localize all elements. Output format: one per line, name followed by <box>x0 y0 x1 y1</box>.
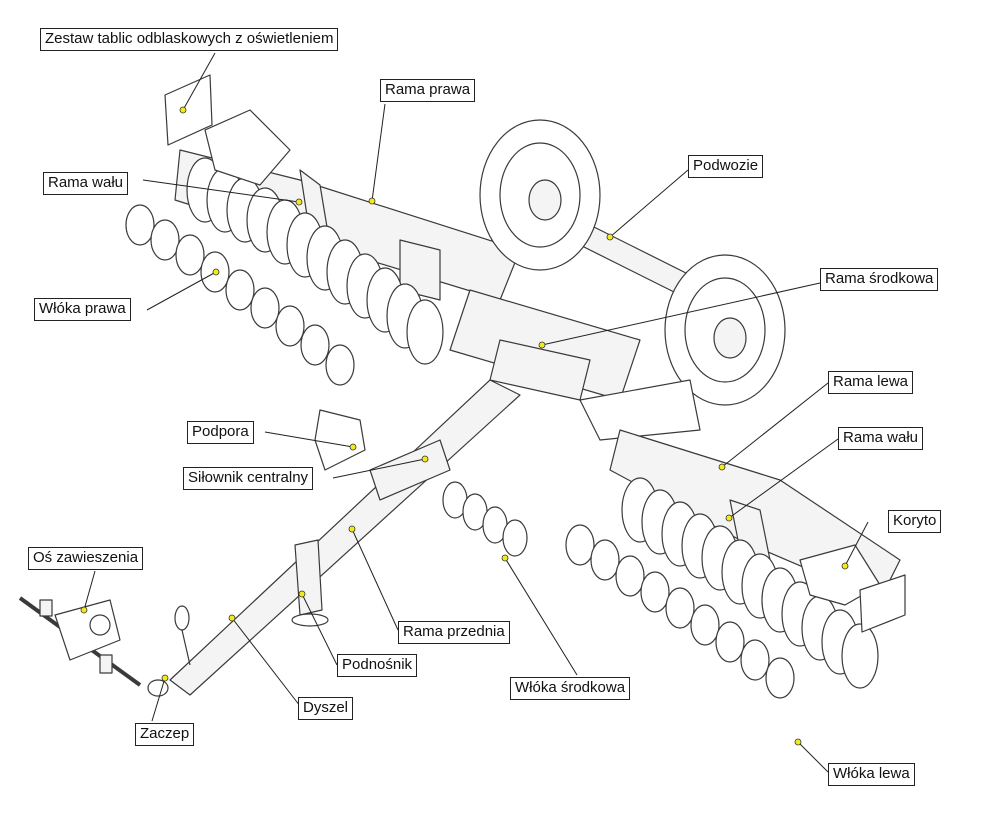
marker-rama-lewa <box>718 463 726 471</box>
right-wing <box>125 74 521 386</box>
marker-zestaw <box>179 106 187 114</box>
marker-podpora <box>349 443 357 451</box>
label-rama-prawa: Rama prawa <box>380 79 476 102</box>
chassis <box>479 119 786 406</box>
marker-wloka-lewa <box>794 738 802 746</box>
label-dyszel: Dyszel <box>298 697 354 720</box>
label-rama-walu-1: Rama wału <box>43 172 129 195</box>
centre-harrow <box>442 481 528 557</box>
marker-rama-srodkowa <box>538 341 546 349</box>
label-wloka-srodkowa: Włóka środkowa <box>510 677 631 700</box>
marker-podnosnik <box>298 590 306 598</box>
marker-dyszel <box>228 614 236 622</box>
label-silownik-centralny: Siłownik centralny <box>183 467 314 490</box>
marker-zaczep <box>161 674 169 682</box>
marker-podwozie <box>606 233 614 241</box>
label-rama-srodkowa: Rama środkowa <box>820 268 939 291</box>
jack <box>294 539 323 616</box>
marker-rama-przednia <box>348 525 356 533</box>
left-roller <box>621 477 879 689</box>
marker-wloka-srodkowa <box>501 554 509 562</box>
marker-rama-walu-1 <box>295 198 303 206</box>
right-harrow <box>125 204 355 386</box>
label-podwozie: Podwozie <box>688 155 764 178</box>
label-wloka-prawa: Włóka prawa <box>34 298 131 321</box>
marker-os <box>80 606 88 614</box>
markers <box>80 106 849 746</box>
label-os-zawieszenia: Oś zawieszenia <box>28 547 144 570</box>
label-podnosnik: Podnośnik <box>337 654 418 677</box>
label-rama-przednia: Rama przednia <box>398 621 510 644</box>
marker-rama-walu-2 <box>725 514 733 522</box>
label-rama-lewa: Rama lewa <box>828 371 914 394</box>
axle-assembly <box>18 596 142 687</box>
marker-silownik <box>421 455 429 463</box>
marker-wloka-prawa <box>212 268 220 276</box>
machine-drawing <box>18 74 906 699</box>
marker-rama-prawa <box>368 197 376 205</box>
right-roller <box>186 157 444 365</box>
marker-koryto <box>841 562 849 570</box>
label-rama-walu-2: Rama wału <box>838 427 924 450</box>
label-wloka-lewa: Włóka lewa <box>828 763 915 786</box>
leader-lines <box>83 52 869 773</box>
label-podpora: Podpora <box>187 421 254 444</box>
label-koryto: Koryto <box>888 510 942 533</box>
label-zaczep: Zaczep <box>135 723 195 746</box>
hitch-ring <box>147 679 169 697</box>
support-leg <box>314 409 366 471</box>
label-zestaw-tablic: Zestaw tablic odblaskowych z oświetlenie… <box>40 28 339 51</box>
left-wing <box>565 429 906 699</box>
left-harrow <box>565 524 795 699</box>
